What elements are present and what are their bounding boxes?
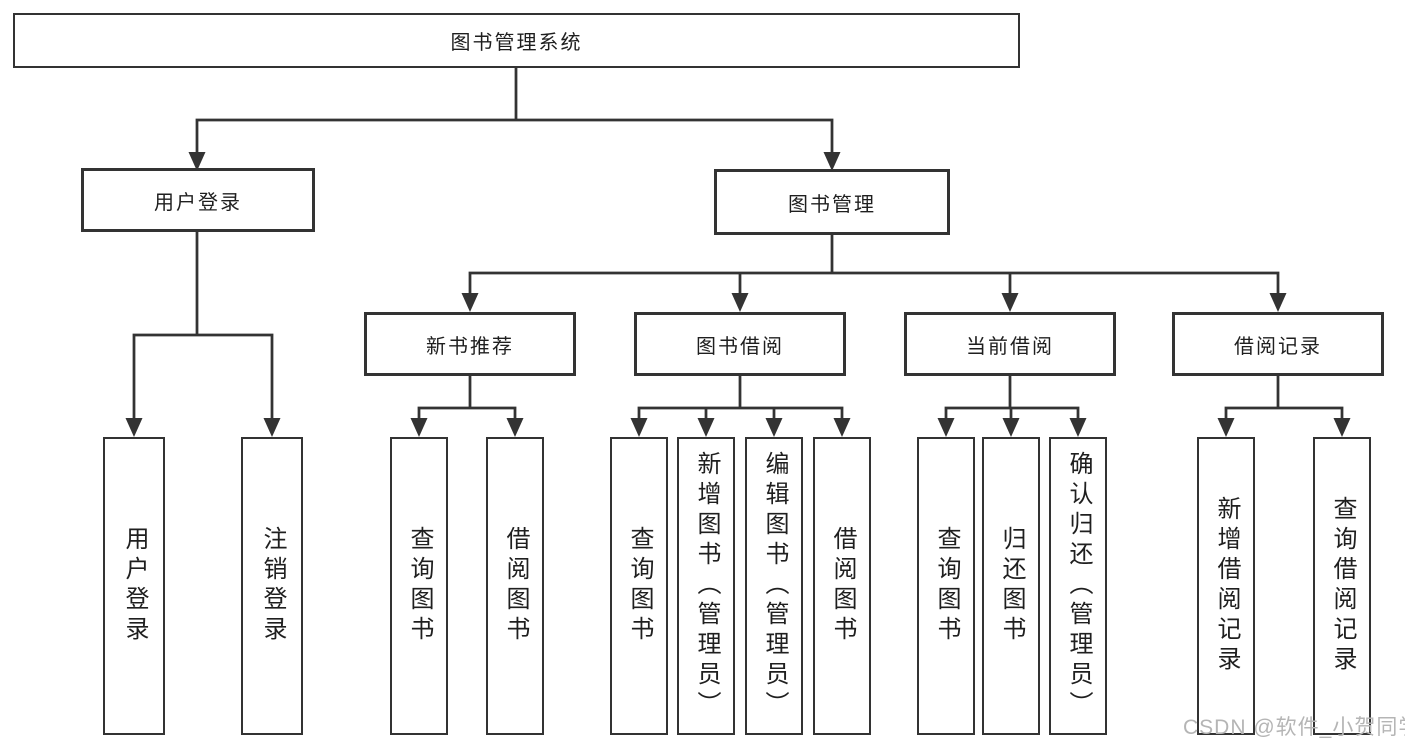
node-label: 用户登录: [154, 191, 242, 214]
arrow-down-icon: [506, 418, 524, 437]
watermark: CSDN @软件_小贺同学: [1183, 716, 1405, 739]
connector-book-management-children: [468, 235, 1280, 294]
node-label: 借阅记录: [1234, 335, 1322, 358]
node-library-system: 图书管理系统: [13, 13, 1020, 68]
arrow-down-icon: [630, 418, 648, 437]
node-new-book-recommend: 新书推荐: [364, 312, 576, 376]
arrow-down-icon: [1333, 418, 1351, 437]
node-label: 图书管理: [788, 193, 876, 216]
node-label: 查询图书: [406, 526, 433, 646]
arrow-down-icon: [833, 418, 851, 437]
leaf-return-book: 归还图书: [982, 437, 1040, 735]
leaf-borrow-books-recommend: 借阅图书: [486, 437, 544, 735]
node-label: 当前借阅: [966, 335, 1054, 358]
node-label: 编辑图书（管理员）: [761, 451, 788, 721]
node-label: 注销登录: [259, 526, 286, 646]
connector-borrowing-records-children: [1224, 376, 1344, 419]
node-label: 查询图书: [626, 526, 653, 646]
arrow-down-icon: [1269, 293, 1287, 312]
connector-book-borrowing-children: [637, 376, 844, 419]
leaf-query-books-recommend: 查询图书: [390, 437, 448, 735]
arrow-down-icon: [731, 293, 749, 312]
node-label: 确认归还（管理员）: [1065, 451, 1092, 721]
node-label: 归还图书: [998, 526, 1025, 646]
connector-current-borrowing-children: [944, 376, 1080, 419]
arrow-down-icon: [697, 418, 715, 437]
node-label: 借阅图书: [502, 526, 529, 646]
arrow-down-icon: [823, 152, 841, 171]
connector-user-login-children: [132, 232, 274, 419]
leaf-query-books-borrowing: 查询图书: [610, 437, 668, 735]
arrow-down-icon: [410, 418, 428, 437]
leaf-add-book-admin: 新增图书（管理员）: [677, 437, 735, 735]
node-label: 用户登录: [121, 526, 148, 646]
leaf-query-borrow-record: 查询借阅记录: [1313, 437, 1371, 735]
arrow-down-icon: [1002, 418, 1020, 437]
node-label: 借阅图书: [829, 526, 856, 646]
leaf-logout: 注销登录: [241, 437, 303, 735]
arrow-down-icon: [188, 152, 206, 171]
leaf-add-borrow-record: 新增借阅记录: [1197, 437, 1255, 735]
leaf-user-login: 用户登录: [103, 437, 165, 735]
arrow-down-icon: [1217, 418, 1235, 437]
node-label: 新书推荐: [426, 335, 514, 358]
node-label: 查询图书: [933, 526, 960, 646]
node-user-login: 用户登录: [81, 168, 315, 232]
node-current-borrowing: 当前借阅: [904, 312, 1116, 376]
leaf-query-books-current: 查询图书: [917, 437, 975, 735]
arrow-down-icon: [263, 418, 281, 437]
arrow-down-icon: [1069, 418, 1087, 437]
leaf-edit-book-admin: 编辑图书（管理员）: [745, 437, 803, 735]
node-book-borrowing: 图书借阅: [634, 312, 846, 376]
node-book-management: 图书管理: [714, 169, 950, 235]
leaf-borrow-books-borrowing: 借阅图书: [813, 437, 871, 735]
arrow-down-icon: [125, 418, 143, 437]
arrow-down-icon: [1001, 293, 1019, 312]
leaf-confirm-return-admin: 确认归还（管理员）: [1049, 437, 1107, 735]
node-label: 查询借阅记录: [1329, 496, 1356, 676]
connector-root-to-level2: [195, 66, 834, 153]
node-label: 新增图书（管理员）: [693, 451, 720, 721]
node-label: 新增借阅记录: [1213, 496, 1240, 676]
node-label: 图书管理系统: [450, 32, 583, 54]
node-label: 图书借阅: [696, 335, 784, 358]
node-borrowing-records: 借阅记录: [1172, 312, 1384, 376]
connector-new-book-children: [417, 376, 517, 419]
arrow-down-icon: [765, 418, 783, 437]
arrow-down-icon: [937, 418, 955, 437]
arrow-down-icon: [461, 293, 479, 312]
